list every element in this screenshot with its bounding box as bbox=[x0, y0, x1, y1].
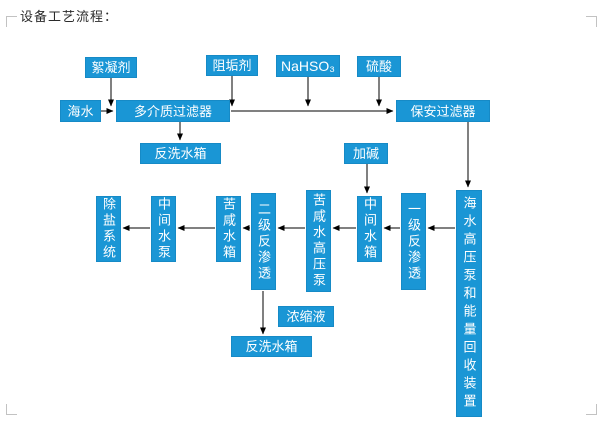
node-scale-inhibitor: 阻垢剂 bbox=[206, 55, 258, 76]
page-title: 设备工艺流程： bbox=[20, 9, 119, 24]
node-multimedia-filter: 多介质过滤器 bbox=[116, 100, 230, 122]
node-second-stage-ro: 二级反渗透 bbox=[251, 193, 276, 290]
node-intermediate-tank: 中间水箱 bbox=[357, 196, 382, 262]
page-corner-mark bbox=[586, 404, 597, 415]
node-concentrate: 浓缩液 bbox=[278, 306, 334, 327]
node-backwash-tank-top: 反洗水箱 bbox=[140, 143, 221, 164]
node-seawater: 海水 bbox=[60, 100, 101, 122]
page-corner-mark bbox=[6, 16, 17, 27]
node-add-alkali: 加碱 bbox=[344, 143, 388, 164]
page-corner-mark bbox=[586, 16, 597, 27]
node-backwash-tank-bottom: 反洗水箱 bbox=[231, 336, 312, 357]
page-corner-mark bbox=[6, 404, 17, 415]
node-desalination-system: 除盐系统 bbox=[96, 196, 121, 262]
node-brackish-hp-pump: 苦咸水高压泵 bbox=[306, 190, 331, 292]
node-sodium-bisulfite: NaHSO₃ bbox=[276, 55, 340, 77]
node-intermediate-pump: 中间水泵 bbox=[151, 196, 176, 262]
node-sulfuric-acid: 硫酸 bbox=[357, 56, 401, 77]
node-cartridge-filter: 保安过滤器 bbox=[396, 100, 490, 122]
node-first-stage-ro: 一级反渗透 bbox=[401, 193, 426, 290]
node-seawater-hp-pump-erd: 海水高压泵和能量回收装置 bbox=[456, 190, 482, 417]
node-brackish-water-tank: 苦咸水箱 bbox=[216, 196, 241, 262]
node-flocculant: 絮凝剂 bbox=[85, 57, 137, 78]
